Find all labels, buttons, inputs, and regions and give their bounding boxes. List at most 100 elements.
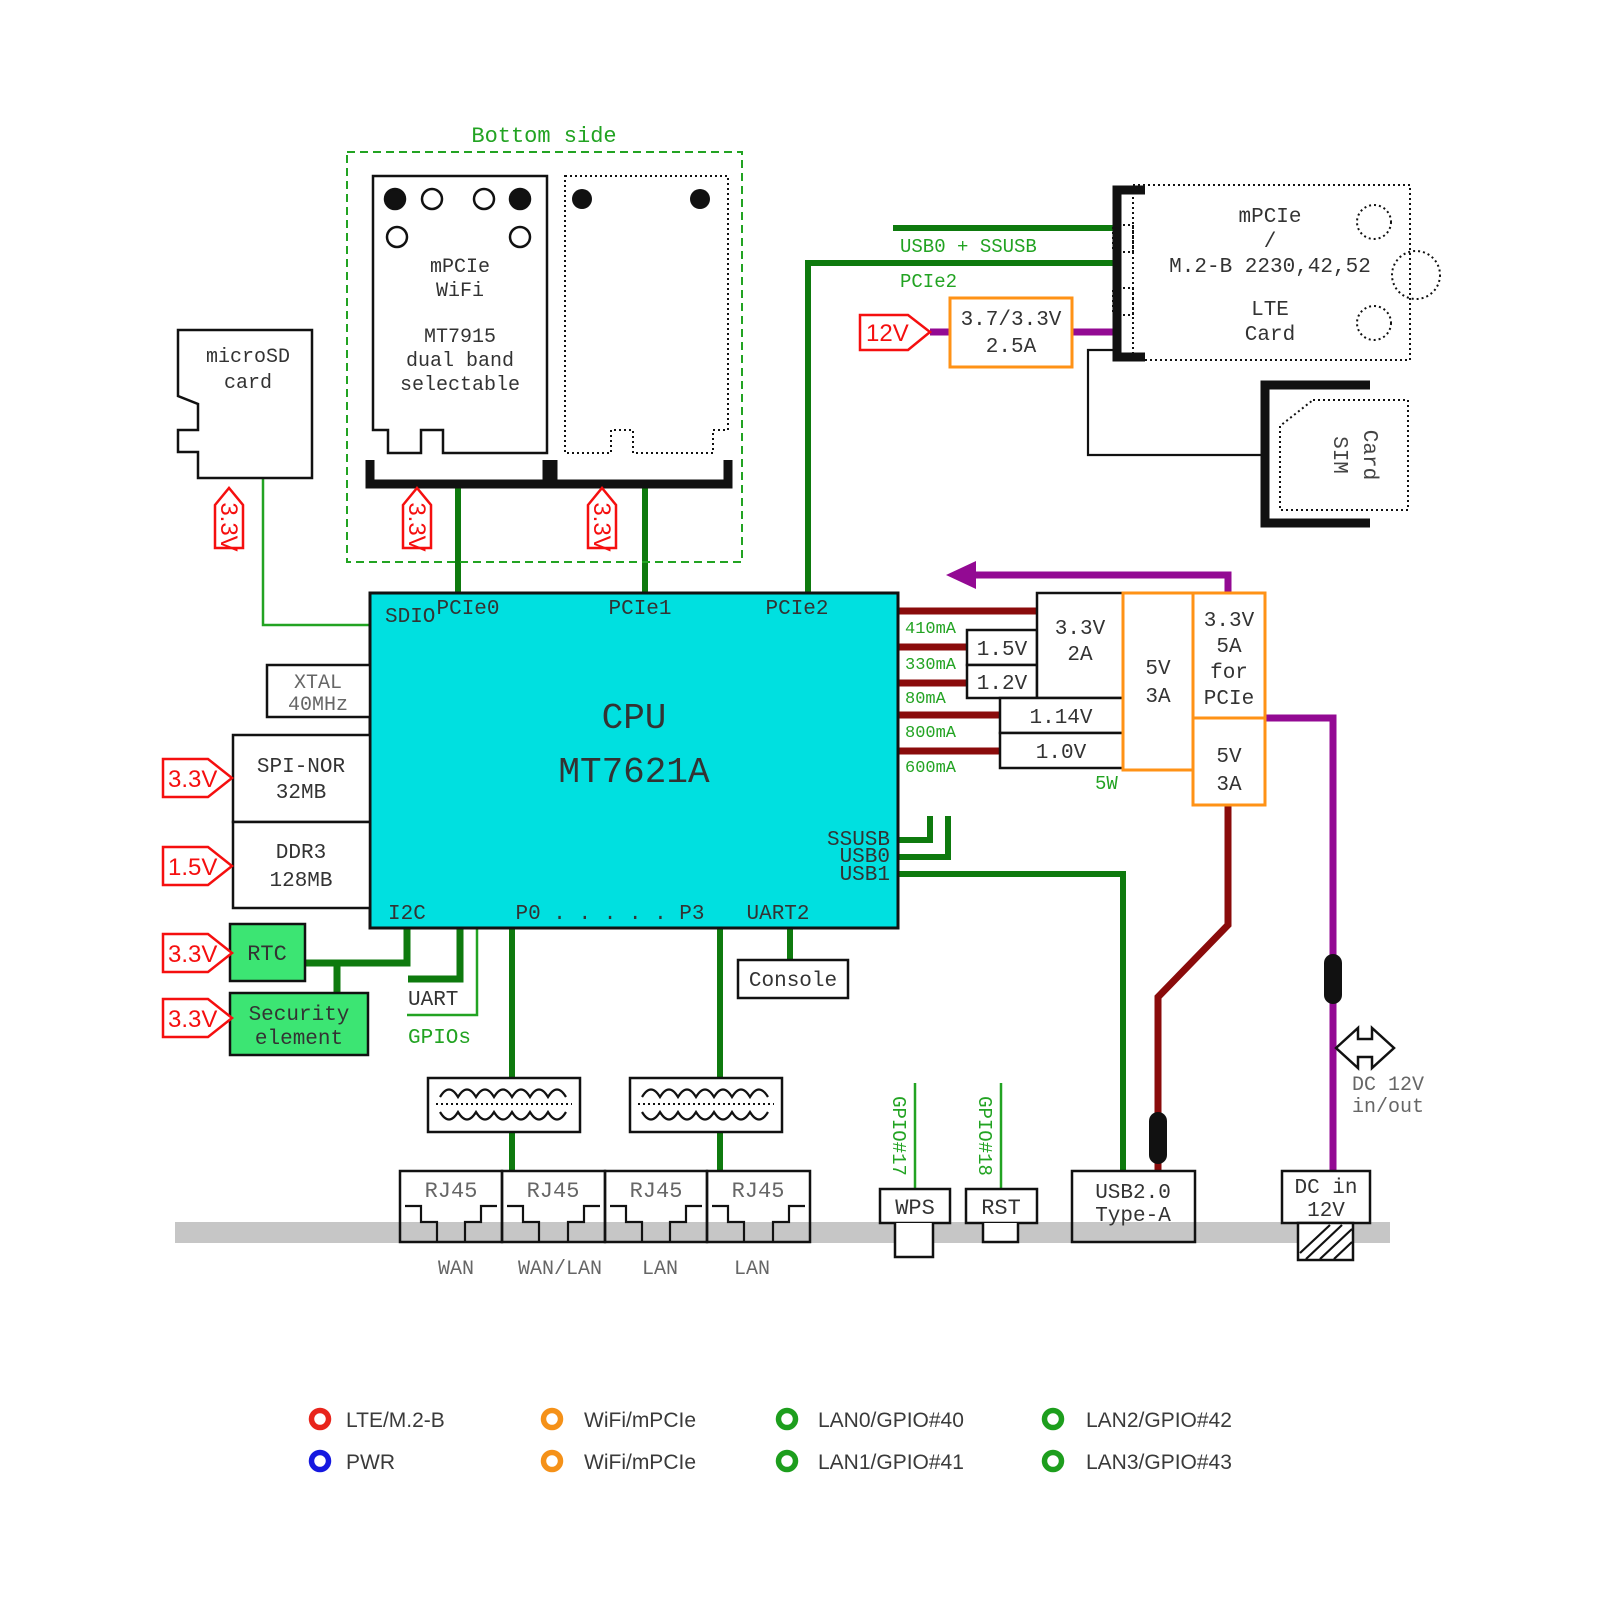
wifi-card-label: dual band: [406, 350, 514, 373]
voltage-tag-3v3-label: 3.3V: [403, 502, 430, 551]
antenna-hole-icon: [383, 187, 407, 211]
regulator-5v-3a-usb: [1191, 716, 1267, 807]
uart-wire: [408, 928, 464, 983]
cpu-pin-i2c: I2C: [388, 903, 426, 926]
rj45-port: [705, 1169, 812, 1244]
dc-in-label: 12V: [1307, 1200, 1345, 1223]
sim-card-label: SIM: [1327, 436, 1350, 474]
voltage-tag-3v3: [161, 757, 235, 799]
left-blocks-section: XTAL 40MHz SPI-NOR 32MB DDR3 128MB RTC S…: [161, 663, 471, 1057]
legend-label: LAN2/GPIO#42: [1086, 1409, 1232, 1432]
wifi-card-label: MT7915: [424, 326, 496, 349]
cpu-pin-sdio: SDIO: [385, 606, 435, 629]
pcie2-wire: [805, 260, 1120, 593]
bottom-side-outline: [346, 151, 743, 563]
i2c-wire: [305, 928, 411, 967]
empty-mpcie-card-outline: [564, 175, 729, 454]
antenna-hole-icon: [385, 225, 409, 249]
rj45-label: RJ45: [630, 1179, 683, 1204]
gpios-label: GPIOs: [408, 1027, 471, 1050]
cpu-pin-uart2: UART2: [746, 903, 809, 926]
pcie2-bus-label: PCIe2: [900, 271, 957, 293]
dc-in-label: DC in: [1294, 1177, 1357, 1200]
ferrite-bead-dc-icon: [1324, 954, 1342, 1004]
rail-current-label: 410mA: [905, 620, 957, 639]
wifi-card-outline: [371, 174, 549, 455]
regulator-3v3-2a: [1035, 591, 1125, 700]
security-element-label: element: [255, 1028, 343, 1051]
legend-label: LTE/M.2-B: [346, 1409, 445, 1432]
regulator-3v3-5a-label: for: [1210, 662, 1248, 685]
regulator-1v5: [965, 628, 1039, 667]
cpu-pin-pcie1: PCIe1: [608, 598, 671, 621]
microsd-label: card: [224, 372, 272, 395]
antenna-hole-icon: [420, 187, 444, 211]
cpu-pin-pcie2: PCIe2: [765, 598, 828, 621]
voltage-tag-3v3: [161, 932, 235, 974]
port-name-label: LAN: [734, 1258, 770, 1281]
console-block: [736, 958, 850, 1000]
dc-in-port: [1280, 1169, 1372, 1225]
cpu-pin-usb0: USB0: [840, 846, 890, 869]
legend-label: LAN0/GPIO#40: [818, 1409, 964, 1432]
voltage-tag-3v3-label: 3.3V: [588, 502, 615, 551]
regulator-5v-3a-label: 5V: [1145, 658, 1171, 681]
usb0-ssusb-bus-label: USB0 + SSUSB: [900, 236, 1037, 258]
regulator-5v-3a-label: 3A: [1145, 686, 1171, 709]
lte-card-edge-tab: [1112, 224, 1134, 253]
bidirectional-arrow-icon: [1334, 1025, 1396, 1071]
regulator-3v3-5a-label: 3.3V: [1204, 610, 1255, 633]
cpu-section: CPU MT7621A SDIO PCIe0 PCIe1 PCIe2 SSUSB…: [368, 591, 900, 930]
bottom-side-title: Bottom side: [471, 124, 616, 149]
legend-ring-icon: [775, 1449, 799, 1473]
legend-label: WiFi/mPCIe: [584, 1409, 696, 1432]
magnetics-block: [426, 1076, 582, 1134]
spi-nor-label: 32MB: [276, 782, 326, 805]
voltage-tag-12v: [858, 313, 933, 352]
antenna-hole-icon: [572, 189, 592, 209]
buttons-section: GPIO#17 GPIO#18 WPS RST: [878, 1096, 1039, 1259]
legend-ring-icon: [540, 1449, 564, 1473]
rail-current-label: 600mA: [905, 759, 957, 778]
lte-card-label: mPCIe: [1238, 206, 1301, 229]
regulator-3v3-5a-pcie: [1191, 591, 1267, 720]
cpu-pin-ports: P0 . . . . . P3: [515, 903, 704, 926]
port-name-label: WAN/LAN: [518, 1258, 602, 1281]
legend: LTE/M.2-B PWR WiFi/mPCIe WiFi/mPCIe LAN0…: [308, 1407, 1232, 1474]
rtc-label: RTC: [247, 942, 287, 967]
regulator-1v0: [998, 731, 1125, 770]
rj45-jack-icon: [712, 1204, 805, 1241]
lte-card-label: M.2-B 2230,42,52: [1169, 256, 1371, 279]
console-label: Console: [749, 970, 837, 993]
rj45-label: RJ45: [732, 1179, 785, 1204]
spi-nor-block: [231, 733, 372, 824]
cpu-pin-ssusb: SSUSB: [827, 829, 890, 852]
regulator-5v-3a: [1121, 591, 1195, 772]
antenna-hole-icon: [508, 225, 532, 249]
xtal-block: [265, 663, 372, 719]
wifi-card-label: mPCIe: [430, 256, 490, 279]
wifi-card-label: WiFi: [436, 280, 484, 303]
legend-ring-icon: [775, 1407, 799, 1431]
dc-io-label: DC 12V: [1352, 1074, 1424, 1097]
cpu-model: MT7621A: [558, 752, 710, 793]
legend-label: LAN1/GPIO#41: [818, 1451, 964, 1474]
mpcie-socket-1: [548, 460, 733, 489]
regulator-1v5-label: 1.5V: [977, 639, 1028, 662]
voltage-tag-3v3: [161, 997, 235, 1039]
wps-label: WPS: [895, 1196, 935, 1221]
legend-label: PWR: [346, 1451, 395, 1474]
voltage-tag-12v-label: 12V: [866, 320, 909, 347]
pcie-power-arrow-icon: [946, 561, 976, 589]
legend-label: LAN3/GPIO#43: [1086, 1451, 1232, 1474]
voltage-tag-1v5-label: 1.5V: [168, 854, 217, 881]
usb-port-label: USB2.0: [1095, 1182, 1171, 1205]
regulator-5v-3a-usb-label: 3A: [1216, 774, 1242, 797]
wifi-card-label: selectable: [400, 374, 520, 397]
rst-button-stem: [981, 1223, 1020, 1244]
screw-hole-icon: [1391, 250, 1441, 300]
usb0-stub-wire: [898, 816, 951, 860]
gpio18-label: GPIO#18: [973, 1096, 995, 1176]
xtal-label: 40MHz: [288, 694, 348, 717]
